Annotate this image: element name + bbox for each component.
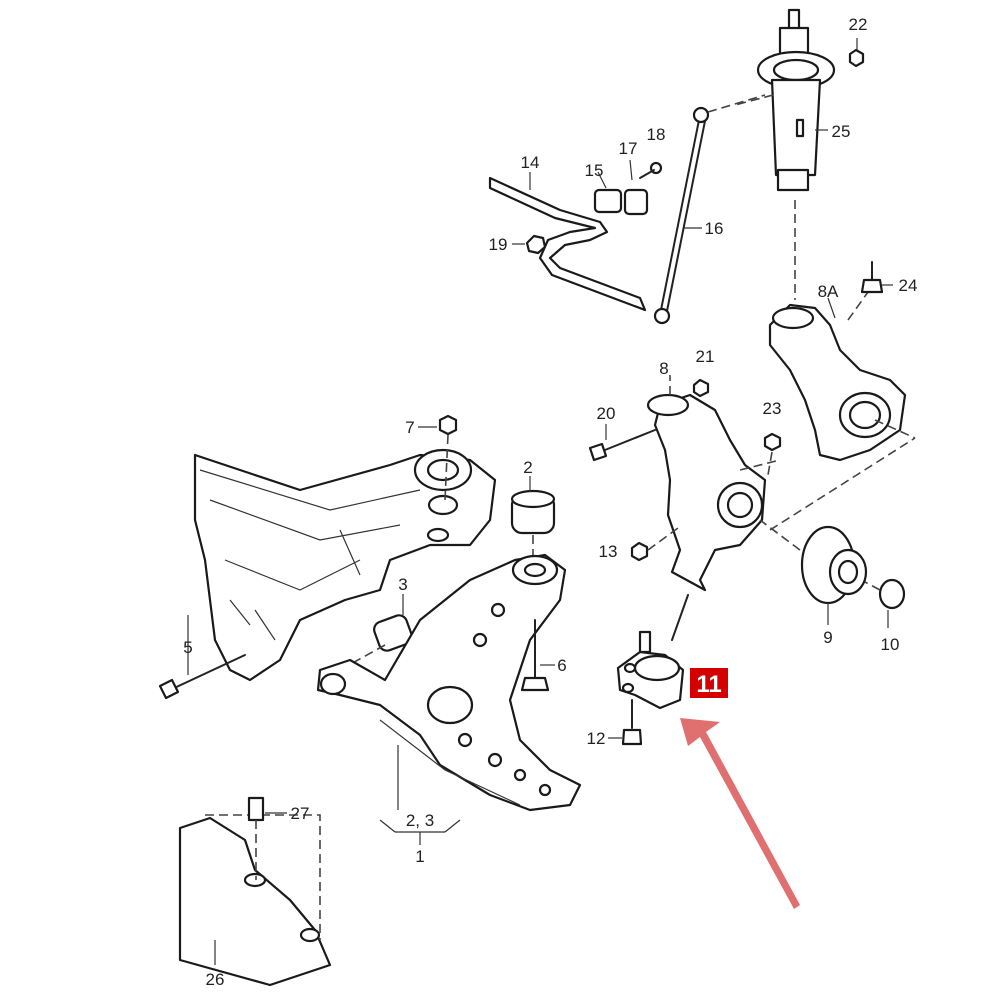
label-8a: 8A <box>818 282 839 301</box>
highlight-badge: 11 <box>690 668 728 698</box>
nut-19 <box>512 234 547 255</box>
coupling-rod <box>653 94 766 325</box>
label-3: 3 <box>398 575 407 594</box>
label-12: 12 <box>587 729 606 748</box>
bolt-24 <box>860 261 893 294</box>
control-arm <box>316 553 582 812</box>
label-23: 23 <box>763 399 782 418</box>
bolt-7 <box>418 414 458 501</box>
guide-lines <box>769 419 916 531</box>
nut-21 <box>692 378 710 398</box>
nut-22 <box>848 38 865 68</box>
callout-labels: 1 2 2, 3 3 5 6 7 8 8A 9 10 12 13 14 15 1… <box>183 15 917 989</box>
label-2-3: 2, 3 <box>406 811 434 830</box>
label-22: 22 <box>849 15 868 34</box>
label-18: 18 <box>647 125 666 144</box>
ball-joint <box>616 630 685 710</box>
bolt-5 <box>158 615 246 700</box>
label-1: 1 <box>415 847 424 866</box>
bolt-12 <box>608 699 643 746</box>
label-5: 5 <box>183 638 192 657</box>
subframe <box>193 448 497 682</box>
label-24: 24 <box>899 276 918 295</box>
bushing-2 <box>510 476 556 560</box>
hub-bolt <box>864 578 906 628</box>
bolt-6 <box>520 619 555 692</box>
stabilizer-bushing <box>593 159 663 216</box>
highlight-arrow <box>680 718 800 909</box>
label-26: 26 <box>206 970 225 989</box>
label-14: 14 <box>521 153 540 172</box>
nut-23 <box>763 432 782 476</box>
label-16: 16 <box>705 219 724 238</box>
label-17: 17 <box>619 139 638 158</box>
label-13: 13 <box>599 542 618 561</box>
assembly-bracket <box>379 745 461 845</box>
label-9: 9 <box>823 628 832 647</box>
label-2: 2 <box>523 458 532 477</box>
nut-13 <box>630 527 679 562</box>
strut <box>734 8 836 300</box>
label-21: 21 <box>696 347 715 366</box>
label-19: 19 <box>489 235 508 254</box>
label-27: 27 <box>291 804 310 823</box>
label-20: 20 <box>597 404 616 423</box>
label-6: 6 <box>557 656 566 675</box>
label-15: 15 <box>585 161 604 180</box>
bolt-20 <box>588 424 656 462</box>
label-10: 10 <box>881 635 900 654</box>
steering-knuckle-8a <box>768 291 907 462</box>
bolt-27 <box>247 796 287 880</box>
steering-knuckle-8 <box>646 375 781 641</box>
stabilizer-bar <box>488 172 647 312</box>
label-25: 25 <box>832 122 851 141</box>
label-8: 8 <box>659 359 668 378</box>
wheel-hub <box>759 519 868 625</box>
highlight-label: 11 <box>696 671 721 698</box>
label-7: 7 <box>405 418 414 437</box>
underbody-shield <box>178 814 332 987</box>
